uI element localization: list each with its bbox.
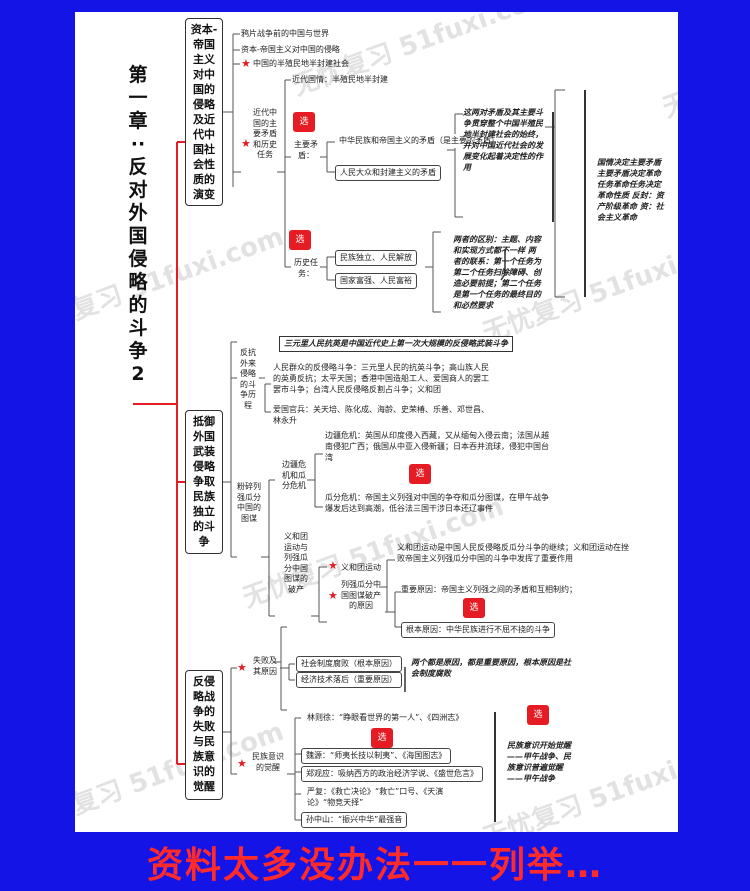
star-icon: ★ [241,57,251,70]
contradiction-1-text: 中华民族和帝国主义的矛盾（是主要的矛盾） [339,136,499,145]
boxer-item: 义和团运动 [341,563,381,572]
right-note: 国情决定主要矛盾主要矛盾决定革命任务革命任务决定革命性质 反封：资产阶级革命 资… [597,158,664,222]
badge-icon: 选 [371,728,393,748]
task-label: 历史任务： [294,258,318,278]
section2-title-box: 抵御外国武装侵略争取民族独立的斗争 [185,410,223,554]
contradiction-2: 人民大众和封建主义的矛盾 [335,165,441,181]
footer-caption: 资料太多没办法一一列举… [146,845,603,886]
main-reason: 重要原因：帝国主义列强之间的矛盾和互相制约； [401,585,577,594]
resist-text: 人民群众的反侵略斗争：三元里人民的抗英斗争；高山族人民的英勇反抗；太平天国；香港… [273,363,489,394]
border-label: 边疆危机和瓜分危机 [282,460,306,490]
person-5: 孙中山：“振兴中华”最强音 [301,812,408,828]
section1-sub-label: 近代中国的主要矛盾和历史任务 [253,108,277,159]
task-2: 国家富强、人民富裕 [335,273,417,289]
person-4: 严复：《救亡决论》“救亡”口号、《天演论》“物竞天择” [307,787,444,807]
section1-item-3: 中国的半殖民地半封建社会 [253,59,349,68]
partition-crisis: 瓜分危机：帝国主义列强对中国的争夺和瓜分图谋，在甲午战争爆发后达到高潮，低谷法三… [325,493,549,513]
mind-map-canvas: 无忧复习 51fuxi.com 无忧复习 51fuxi.com 无忧复习 51f… [75,12,678,832]
section1-item-2: 资本-帝国主义对中国的侵略 [241,45,340,54]
reason-2: 经济技术落后（重要原因） [296,672,402,688]
reason-1: 社会制度腐败（根本原因） [296,656,402,672]
boxer-text: 义和团运动是中国人民反侵略反瓜分斗争的继续；义和团运动在挫败帝国主义列强瓜分中国… [397,543,629,563]
section1-item-1: 鸦片战争前的中国与世界 [241,29,329,38]
star-icon: ★ [328,589,338,602]
connector-lines [133,33,586,822]
chapter-title: 第一章··反对外国侵略的斗争2 [128,64,148,385]
star-icon: ★ [237,757,247,770]
contradiction-label: 主要矛盾： [294,140,318,160]
resist-label: 反抗外来侵略的斗争历程 [240,348,256,410]
badge-icon: 选 [293,112,315,132]
task-1: 民族独立、人民解放 [335,250,417,266]
badge-icon: 选 [289,230,311,250]
person-2: 魏源：“师夷长技以制夷”、《海国图志》 [301,748,452,764]
boxer-label: 义和团运动与列强瓜分中国图谋的破产 [284,532,308,594]
section2-header: 三元里人民抗英是中国近代史上第一次大规模的反侵略武装斗争 [279,336,513,352]
star-icon: ★ [237,661,247,674]
awake-note: 民族意识开始觉醒——甲午战争、民族意识普遍觉醒——甲午战争 [507,741,571,783]
contradiction-note: 这两对矛盾及其主要斗争贯穿整个中国半殖民地半封建社会的始终，并对中国近代社会的发… [463,108,543,172]
crush-label: 粉碎列强瓜分中国的图谋 [237,482,261,523]
reason-note: 两个都是原因，都是重要原因，根本原因是社会制度腐败 [411,658,571,678]
contradiction-1: 中华民族和帝国主义的矛盾（是主要的矛盾） [335,134,503,148]
border-crisis: 边疆危机：英国从印度侵入西藏，又从缅甸入侵云南；法国从越南侵犯广西；俄国从中亚入… [325,431,549,462]
root-reason: 根本原因：中华民族进行不屈不挠的斗争 [401,622,555,638]
section3-title-box: 反侵略战争的失败与民族意识的觉醒 [185,670,223,800]
section1-title-box: 资本-帝国主义对中国的侵略及近代中国社会性质的演变 [185,18,223,206]
badge-icon: 选 [527,705,549,725]
situation-text: 近代国情：半殖民地半封建 [292,75,388,84]
badge-icon: 选 [409,464,431,484]
star-icon: ★ [328,559,338,572]
star-icon: ★ [241,137,251,150]
person-1: 林则徐：“睁眼看世界的第一人”、《四洲志》 [307,713,464,722]
fail-label: 失败及其原因 [253,656,277,676]
badge-icon: 选 [463,598,485,618]
person-3: 郑观应：吸纳西方的政治经济学说、《盛世危言》 [301,766,483,782]
failure-label: 列强瓜分中国图谋破产的原因 [341,580,381,610]
patriots-text: 爱国官兵：关天培、陈化成、海龄、史荣椿、乐善、邓世昌、林永升 [273,405,489,425]
awake-label: 民族意识的觉醒 [252,752,284,772]
task-note: 两者的区别：主题、内容和实现方式都不一样 两者的联系：第一个任务为第二个任务扫除… [453,235,541,310]
